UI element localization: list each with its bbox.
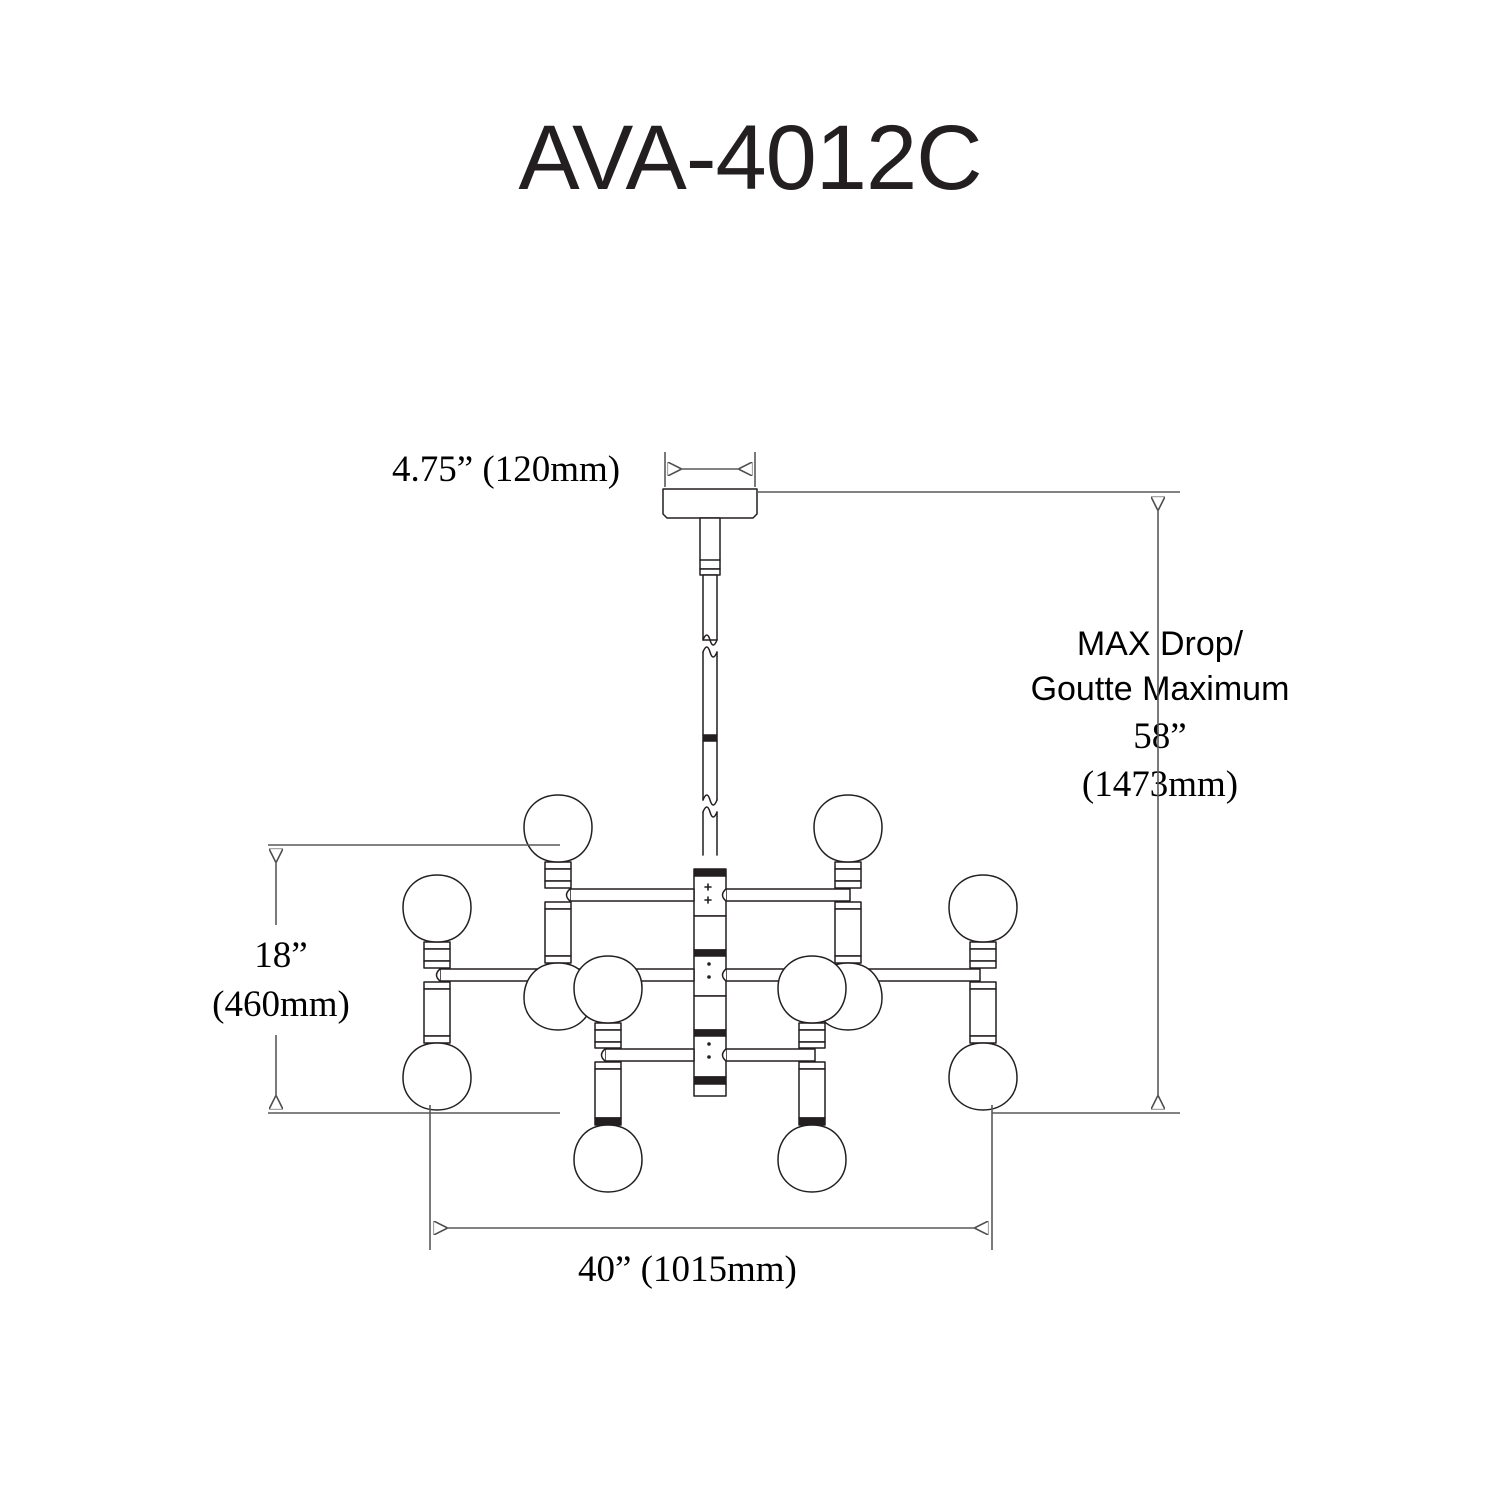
arm-lower <box>600 1048 816 1062</box>
arm-top <box>565 888 851 902</box>
max-drop-label-line1: MAX Drop/ <box>1076 625 1244 663</box>
drop-stem <box>699 517 721 856</box>
max-drop-label: MAX Drop/Goutte Maximum <box>1010 622 1310 712</box>
dim-max-drop <box>757 491 1180 1114</box>
dim-fixture-height <box>268 844 560 1114</box>
page-title: AVA-4012C <box>518 107 982 209</box>
dim-canopy-width <box>664 452 756 487</box>
fixture-width-label: 40” (1015mm) <box>578 1249 797 1290</box>
socket-stack-inner-right <box>777 955 847 1193</box>
socket-stack-outer-left <box>402 874 472 1111</box>
fixture-height-inches: 18” <box>254 935 308 976</box>
socket-stack-inner-left <box>573 955 643 1193</box>
dim-fixture-width <box>429 1105 993 1250</box>
max-drop-label-line2: Goutte Maximum <box>1030 670 1290 709</box>
canopy-width-label: 4.75” (120mm) <box>392 449 621 490</box>
ceiling-canopy <box>662 488 758 519</box>
center-column <box>693 868 727 1097</box>
socket-stack-outer-right <box>948 874 1018 1111</box>
fixture-height-label: 18” (460mm) <box>196 932 366 1030</box>
fixture-height-mm: (460mm) <box>212 983 350 1025</box>
